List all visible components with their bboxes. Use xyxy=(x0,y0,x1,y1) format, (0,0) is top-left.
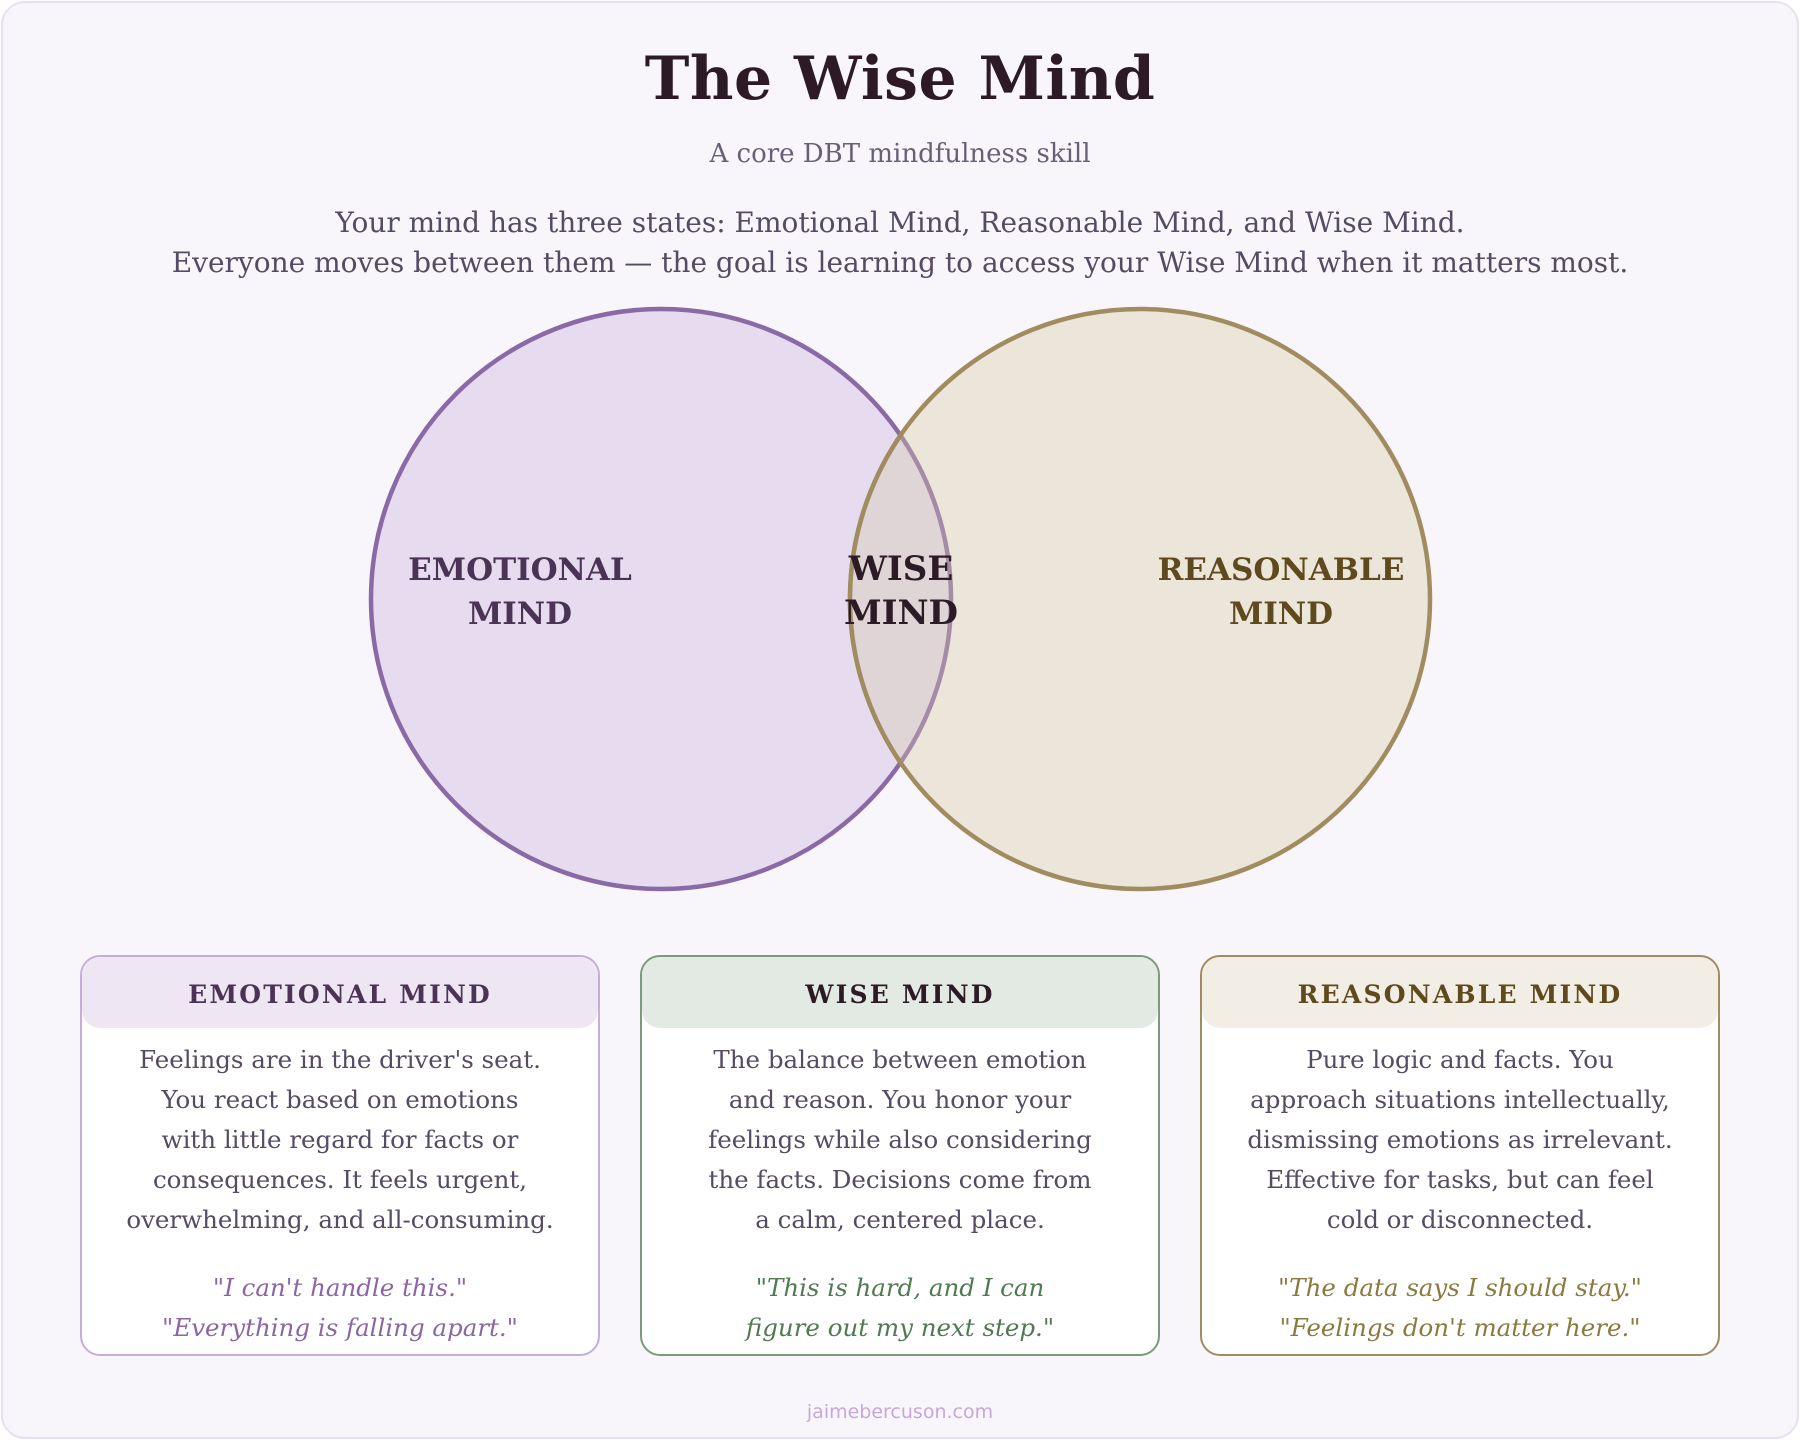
card-quotes: "This is hard, and I can figure out my n… xyxy=(642,1240,1158,1348)
page-title: The Wise Mind xyxy=(644,44,1156,114)
card-title: REASONABLE MIND xyxy=(1202,957,1718,1028)
card-description: Feelings are in the driver's seat. You r… xyxy=(82,1028,598,1240)
wise-mind-card: WISE MIND The balance between emotion an… xyxy=(640,955,1160,1356)
card-quote-line: figure out my next step." xyxy=(745,1313,1055,1342)
card-description-line: feelings while also considering xyxy=(708,1125,1092,1154)
card-description-line: approach situations intellectually, xyxy=(1250,1085,1670,1114)
card-description-line: dismissing emotions as irrelevant. xyxy=(1247,1125,1673,1154)
reasonable-label-line2: MIND xyxy=(1229,596,1333,632)
card-quote-line: "Feelings don't matter here." xyxy=(1279,1313,1641,1342)
emotional-arc-overlap xyxy=(852,311,954,887)
emotional-label-line1: EMOTIONAL xyxy=(408,552,632,588)
card-description-line: Feelings are in the driver's seat. xyxy=(139,1045,541,1074)
emotional-mind-card: EMOTIONAL MIND Feelings are in the drive… xyxy=(80,955,600,1356)
card-quote-line: "This is hard, and I can xyxy=(755,1273,1045,1302)
card-description: Pure logic and facts. You approach situa… xyxy=(1202,1028,1718,1240)
card-description-line: overwhelming, and all-consuming. xyxy=(126,1205,554,1234)
card-description-line: consequences. It feels urgent, xyxy=(152,1165,528,1194)
card-quotes: "I can't handle this." "Everything is fa… xyxy=(82,1240,598,1348)
card-description-line: a calm, centered place. xyxy=(755,1205,1045,1234)
card-description-line: Pure logic and facts. You xyxy=(1306,1045,1614,1074)
card-description-line: The balance between emotion xyxy=(713,1045,1087,1074)
card-quote-line: "The data says I should stay." xyxy=(1278,1273,1642,1302)
reasonable-mind-card: REASONABLE MIND Pure logic and facts. Yo… xyxy=(1200,955,1720,1356)
emotional-label-line2: MIND xyxy=(468,596,572,632)
card-quote-line: "I can't handle this." xyxy=(212,1273,468,1302)
card-description-line: with little regard for facts or xyxy=(161,1125,519,1154)
intro-line-2: Everyone moves between them — the goal i… xyxy=(171,246,1629,279)
card-title: WISE MIND xyxy=(642,957,1158,1028)
card-description: The balance between emotion and reason. … xyxy=(642,1028,1158,1240)
card-description-line: You react based on emotions xyxy=(161,1085,519,1114)
card-description-line: cold or disconnected. xyxy=(1326,1205,1594,1234)
card-description-line: the facts. Decisions come from xyxy=(708,1165,1092,1194)
card-quotes: "The data says I should stay." "Feelings… xyxy=(1202,1240,1718,1348)
intro-line-1: Your mind has three states: Emotional Mi… xyxy=(335,206,1465,239)
venn-diagram: EMOTIONAL MIND WISE MIND REASONABLE MIND xyxy=(368,306,1433,892)
wise-label-line1: WISE xyxy=(848,549,954,589)
card-quote-line: "Everything is falling apart." xyxy=(162,1313,518,1342)
card-description-line: and reason. You honor your xyxy=(728,1085,1072,1114)
reasonable-arc-overlap xyxy=(847,309,951,889)
footer-site-link[interactable]: jaimebercuson.com xyxy=(806,1401,994,1423)
page-subtitle: A core DBT mindfulness skill xyxy=(709,139,1091,169)
card-description-line: Effective for tasks, but can feel xyxy=(1266,1165,1654,1194)
wise-label-line2: MIND xyxy=(844,593,958,633)
intro-text: Your mind has three states: Emotional Mi… xyxy=(0,203,1800,283)
reasonable-label-line1: REASONABLE xyxy=(1158,552,1405,588)
card-title: EMOTIONAL MIND xyxy=(82,957,598,1028)
